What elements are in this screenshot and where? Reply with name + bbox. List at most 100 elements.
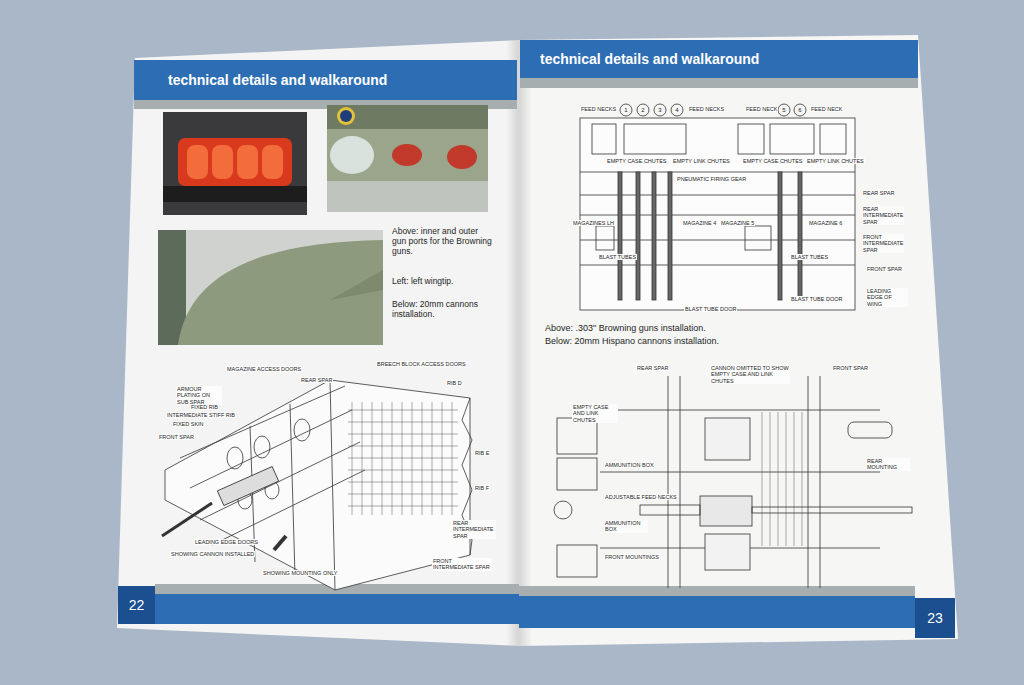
hispano-installation-drawing: [554, 376, 912, 588]
cannon-barrel: [162, 503, 212, 536]
lightening-hole: [227, 447, 243, 469]
part-label: FEED NECK: [745, 106, 778, 112]
part-label: AMMUNITION BOX: [604, 462, 655, 468]
part-label: MAGAZINE 6: [808, 220, 843, 226]
clear-panel: [330, 136, 374, 174]
magazine: [596, 226, 614, 250]
part-label: FRONT SPAR: [158, 434, 195, 440]
part-label: FRONT MOUNTINGS: [604, 554, 660, 560]
wing-frame: [580, 118, 855, 310]
part-label: FIXED SKIN: [172, 421, 205, 427]
book-pages: [117, 35, 958, 646]
rib-grid: [348, 402, 458, 515]
callout-circle: [794, 104, 806, 116]
roundel: [340, 110, 352, 122]
part-label: REAR SPAR: [636, 365, 669, 371]
header-band: technical details and walkaround: [520, 40, 918, 78]
header-stripe: [520, 78, 918, 88]
part-label: RIB D: [446, 380, 463, 386]
lightening-hole: [254, 436, 270, 458]
part-label: EMPTY CASE CHUTES: [606, 158, 668, 164]
part-label: BLAST TUBES: [790, 254, 829, 260]
callout-number: 6: [794, 104, 806, 116]
photo-ground: [327, 105, 488, 212]
header-band: technical details and walkaround: [134, 60, 517, 100]
part-label: FEED NECKS: [580, 106, 617, 112]
part-label: FRONT INTERMEDIATE SPAR: [862, 234, 904, 253]
photo-ground: [158, 230, 383, 345]
part-label: EMPTY CASE CHUTES: [742, 158, 804, 164]
aileron: [330, 270, 383, 300]
gun-port: [237, 145, 258, 179]
part-label: ADJUSTABLE FEED NECKS: [604, 494, 678, 500]
gun-port-patch: [447, 145, 477, 169]
callout-number: 5: [778, 104, 790, 116]
ammunition-box: [557, 545, 597, 577]
part-label: FRONT SPAR: [832, 365, 869, 371]
footer-stripe: [519, 586, 915, 596]
photo-gun-ports: [163, 112, 307, 215]
hatching: [762, 412, 802, 546]
part-label: EMPTY CASE AND LINK CHUTES: [572, 404, 618, 423]
part-label: RIB F: [474, 485, 490, 491]
chute-box: [738, 124, 764, 154]
part-label: MAGAZINES LH: [572, 220, 615, 226]
cannon-body: [217, 466, 278, 505]
magazine: [745, 226, 771, 250]
feed-drum: [705, 534, 750, 570]
rear-mounting: [554, 501, 572, 519]
part-label: BREECH BLOCK ACCESS DOORS: [376, 361, 467, 367]
callout-circle: [778, 104, 790, 116]
part-label: AMMUNITION BOX: [604, 520, 648, 533]
part-label: REAR SPAR: [300, 377, 333, 383]
gun-port: [187, 145, 208, 179]
roundel: [337, 107, 355, 125]
browning-installation-drawing: [580, 104, 855, 310]
wing-edge: [163, 186, 307, 202]
browning-gun: [636, 172, 640, 300]
part-label: FIXED RIB: [190, 404, 219, 410]
gun-port: [262, 145, 283, 179]
node-text: technical details and walkaround: [168, 72, 387, 88]
part-label: PNEUMATIC FIRING GEAR: [676, 176, 747, 182]
node-text: technical details and walkaround: [540, 51, 759, 67]
browning-gun: [618, 172, 622, 300]
part-label: EMPTY LINK CHUTES: [806, 158, 865, 164]
caption-text: Above: .303" Browning guns installation.: [545, 323, 706, 334]
breech-block: [700, 496, 752, 526]
feed-drum: [705, 418, 750, 460]
wingtip: [178, 240, 383, 345]
wing-section: [165, 380, 470, 590]
left-page: [117, 40, 519, 646]
callout-circle: [620, 104, 632, 116]
part-label: MAGAZINE 5: [720, 220, 755, 226]
part-label: CANNON OMITTED TO SHOW EMPTY CASE AND LI…: [710, 365, 790, 384]
fuselage: [327, 105, 488, 129]
caption-text: Below: 20mm Hispano cannons installation…: [545, 336, 719, 347]
part-label: RIB E: [474, 450, 490, 456]
browning-gun: [652, 172, 656, 300]
wing-surface: [327, 129, 488, 181]
gun-port-patch: [392, 144, 422, 166]
part-label: INTERMEDIATE STIFF RIB: [166, 412, 236, 418]
part-label: LEADING EDGE OF WING: [866, 288, 908, 307]
cannon-mounting: [274, 536, 286, 550]
frame-lines: [600, 410, 880, 548]
cannon-barrel: [752, 507, 912, 513]
chute-box: [624, 124, 686, 154]
caption-text: Left: left wingtip.: [392, 276, 492, 286]
part-label: BLAST TUBES: [598, 254, 637, 260]
gun-port-panel: [178, 138, 292, 186]
footer-band: [519, 596, 915, 628]
node-text: 22: [129, 597, 145, 613]
part-label: REAR SPAR: [862, 190, 895, 196]
part-label: FEED NECK: [810, 106, 843, 112]
callout-circle: [654, 104, 666, 116]
photo-wingtip: [158, 230, 383, 345]
callout-number: 3: [654, 104, 666, 116]
chute-box: [770, 124, 814, 154]
chute-box: [820, 124, 846, 154]
